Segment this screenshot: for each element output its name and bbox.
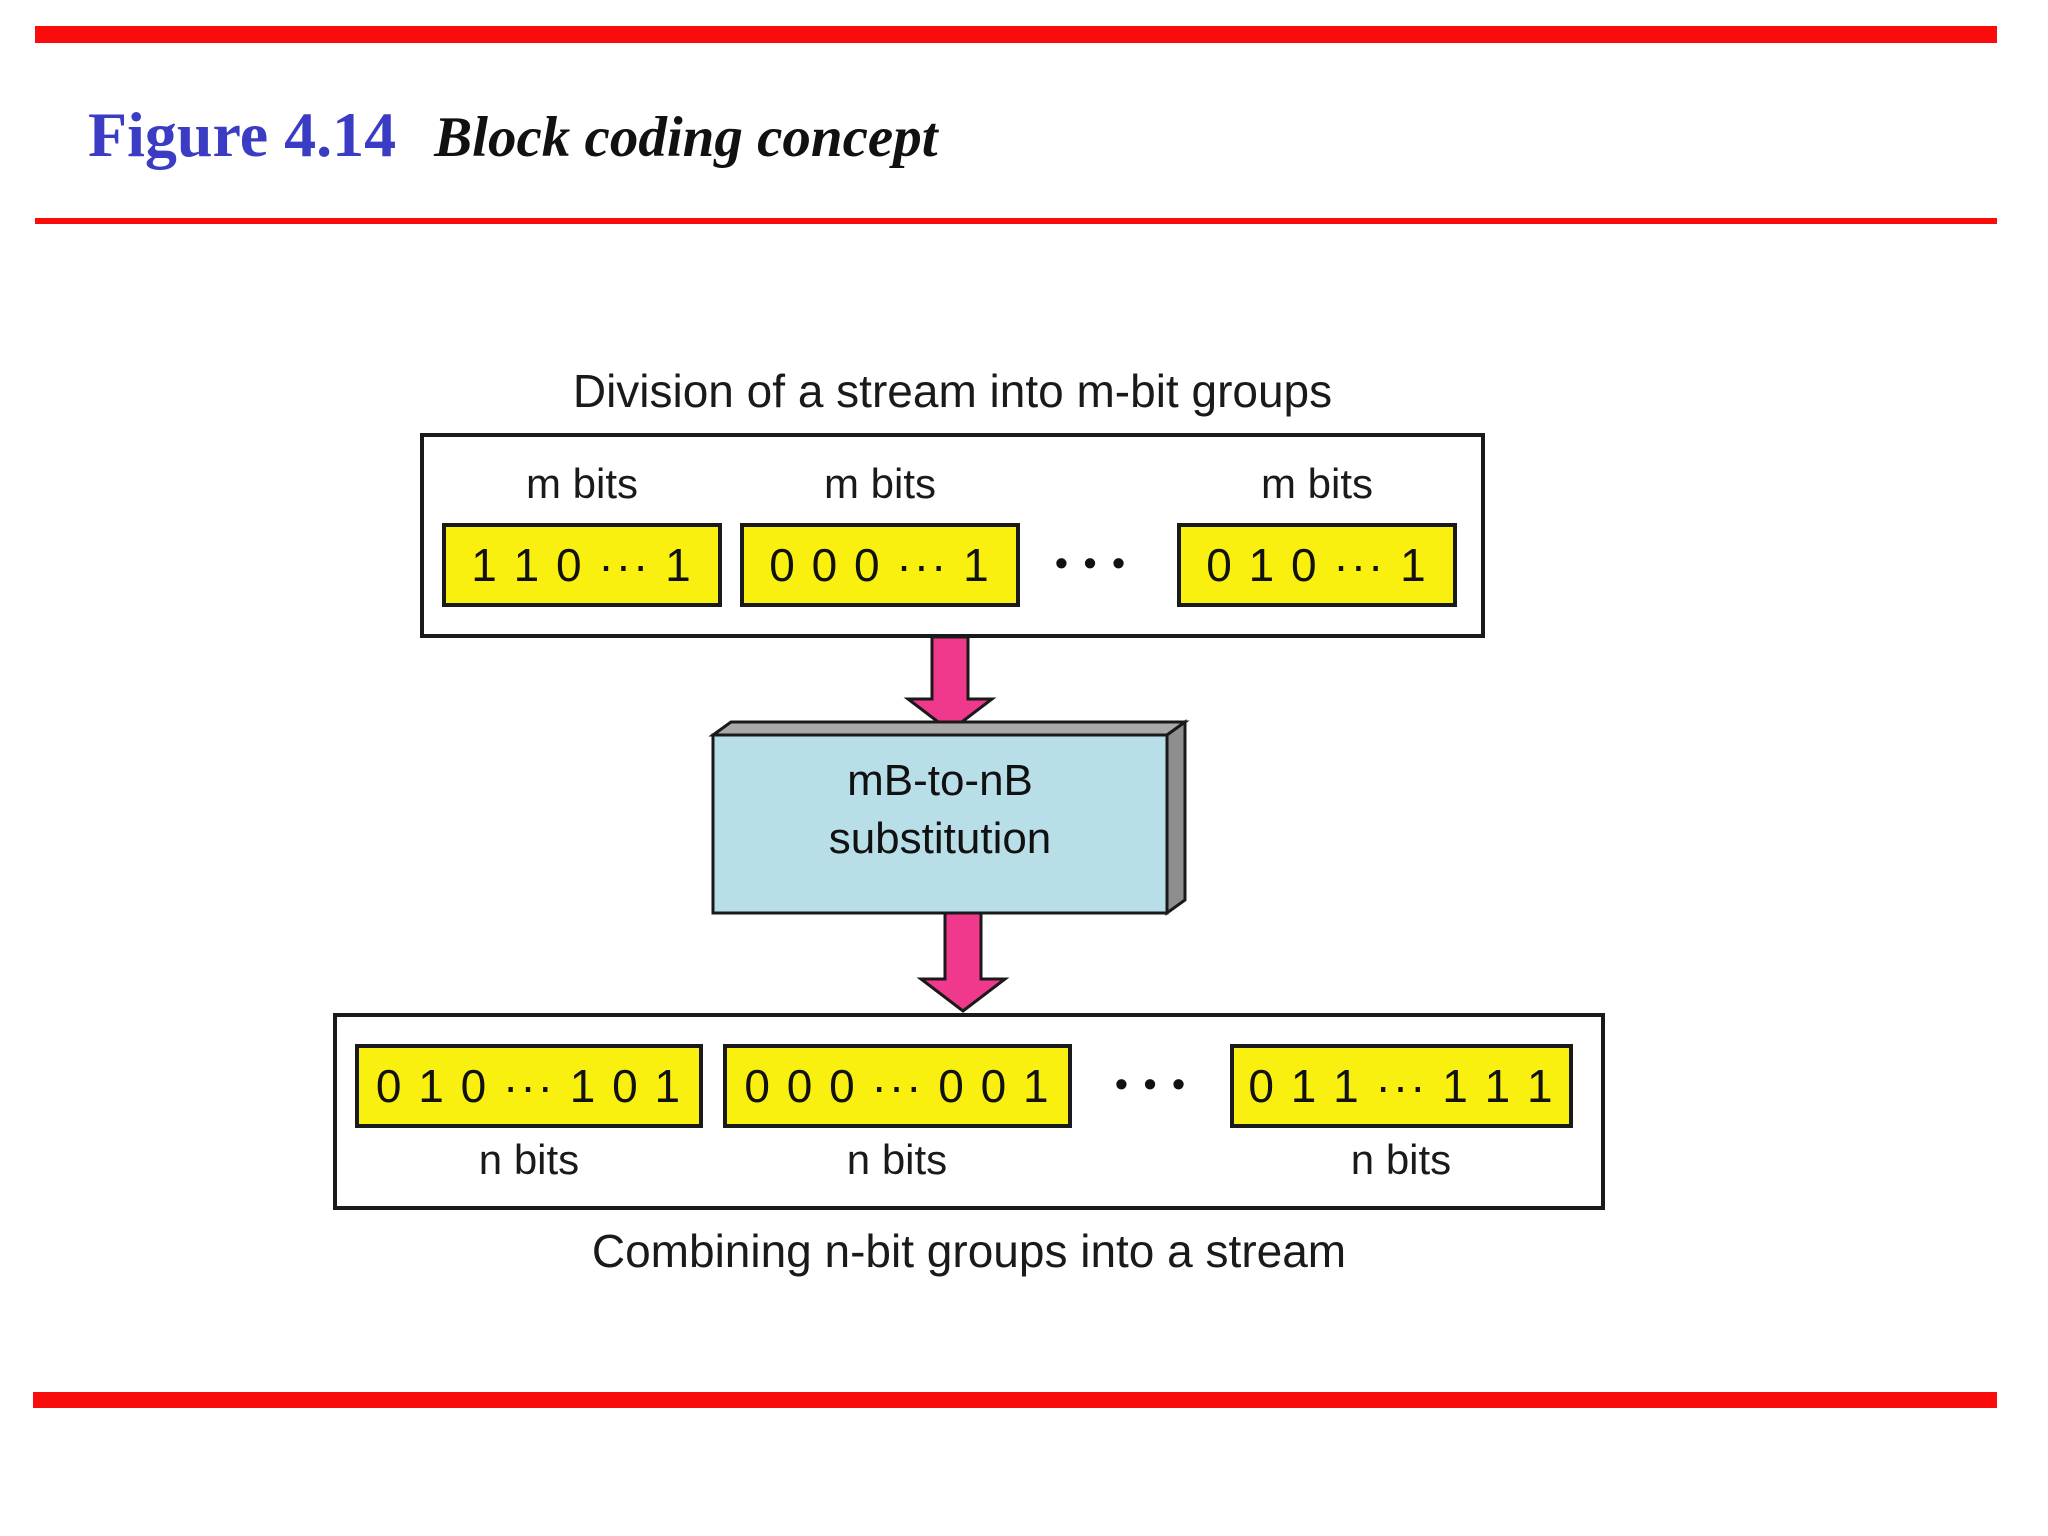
m-bit-cell-2: 0 0 0 ··· 1 [740,523,1020,607]
m-bits-label-1: m bits [525,460,638,507]
substitution-line-1: mB-to-nB [847,756,1033,805]
substitution-box [708,719,1190,916]
figure-number: Figure 4.14 [88,99,397,170]
top-ellipsis-dots: ••• [1055,542,1141,583]
n-bit-cell-3: 0 1 1 ··· 1 1 1 [1230,1044,1573,1128]
n-bit-cell-2: 0 0 0 ··· 0 0 1 [723,1044,1072,1128]
n-bits-label-3: n bits [1350,1136,1452,1183]
n-bits-label-2: n bits [846,1136,948,1183]
bottom-ellipsis-dots: ••• [1115,1063,1201,1104]
substitution-box-label: mB-to-nB substitution [713,752,1167,882]
division-caption: Division of a stream into m-bit groups [572,365,1333,417]
combining-caption: Combining n-bit groups into a stream [591,1225,1347,1277]
figure-title: Block coding concept [434,106,938,169]
down-arrow-icon [916,913,1010,1013]
m-bit-cell-1: 1 1 0 ··· 1 [442,523,722,607]
bottom-red-bar [33,1392,1997,1408]
m-bits-label-3: m bits [1260,460,1373,507]
down-arrow-icon [903,637,997,733]
m-bits-label-2: m bits [823,460,936,507]
substitution-line-2: substitution [828,814,1052,863]
n-bit-cell-1: 0 1 0 ··· 1 0 1 [355,1044,703,1128]
title-divider-line [35,218,1997,224]
top-red-bar [35,26,1997,43]
n-bits-label-1: n bits [478,1136,580,1183]
m-bit-cell-3: 0 1 0 ··· 1 [1177,523,1457,607]
